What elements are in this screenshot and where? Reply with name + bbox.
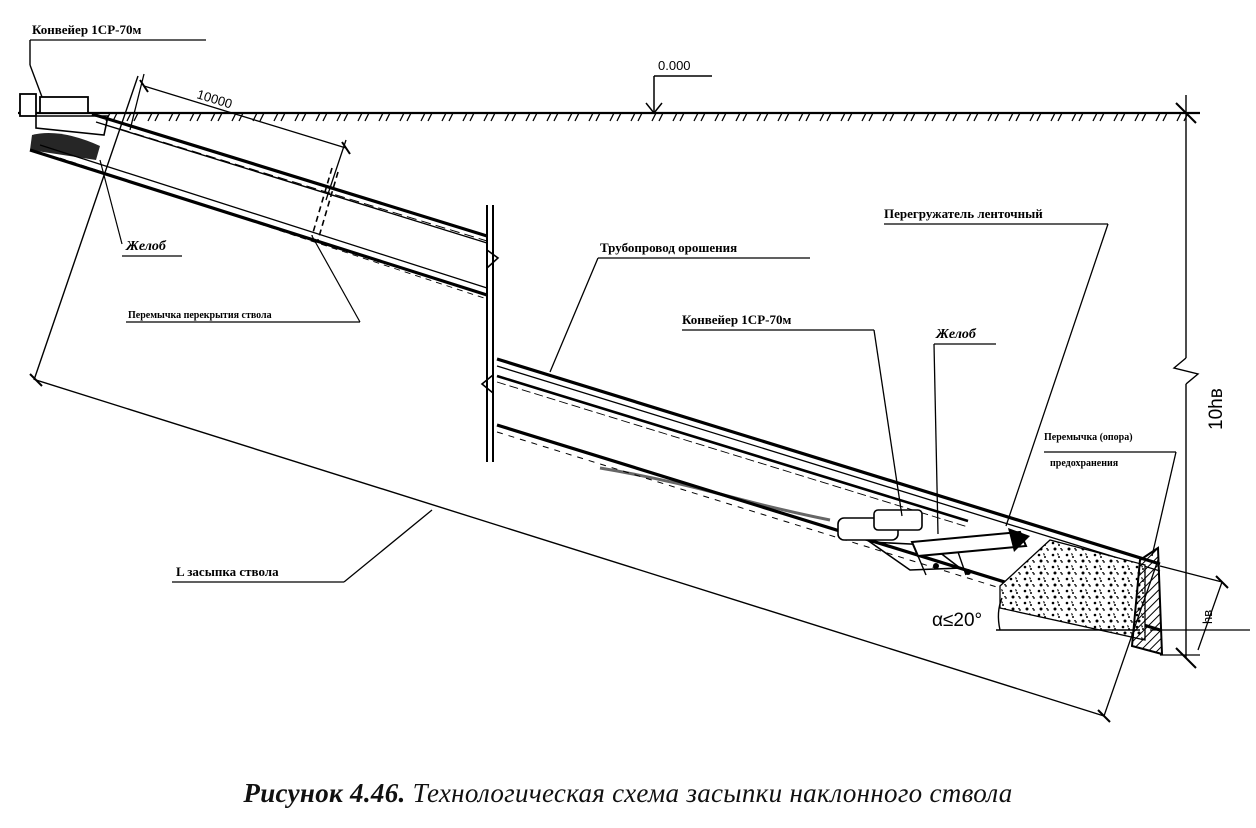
chute-left-leader (99, 159, 123, 245)
elevation-mark: 0.000 (645, 58, 712, 115)
label-reloader: Перегружатель ленточный (884, 206, 1043, 221)
safety-bulkhead (1130, 546, 1164, 656)
caption-title: Технологическая схема засыпки наклонного… (412, 778, 1013, 808)
angle-label: α≤20° (932, 610, 982, 631)
overlap-bulkhead (311, 167, 361, 323)
dimension-10hv-label: 10hв (1206, 388, 1227, 430)
dimension-10hv: 10hв (1150, 95, 1250, 669)
upper-shaft-section (29, 112, 488, 300)
label-bulkhead-overlap: Перемычка перекрытия ствола (128, 310, 272, 321)
backfill-pile (999, 539, 1146, 641)
label-irrigation-pipe: Трубопровод орошения (600, 240, 737, 255)
label-conveyor-bottom: Конвейер 1СР-70м (682, 312, 791, 327)
label-conveyor-top: Конвейер 1СР-70м (32, 22, 141, 37)
leaders (30, 39, 1177, 583)
dimension-L (29, 75, 1159, 723)
label-fill-length: L засыпка ствола (176, 564, 279, 579)
label-chute-left: Желоб (125, 239, 167, 254)
dimension-hv: hв (1159, 565, 1229, 651)
elevation-label: 0.000 (658, 58, 691, 73)
ground-surface (18, 111, 1200, 122)
angle-mark: α≤20° (932, 597, 1140, 631)
label-safety-bulkhead-1: Перемычка (опора) (1044, 432, 1133, 443)
surface-conveyor (19, 40, 109, 160)
dimension-hv-label: hв (1200, 610, 1215, 624)
label-chute-right: Желоб (935, 327, 977, 342)
caption-number: Рисунок 4.46. (243, 778, 406, 808)
lower-equipment (837, 509, 1030, 576)
figure-caption: Рисунок 4.46. Технологическая схема засы… (0, 778, 1256, 809)
break-wall (480, 205, 500, 462)
label-safety-bulkhead-2: предохранения (1050, 458, 1119, 469)
